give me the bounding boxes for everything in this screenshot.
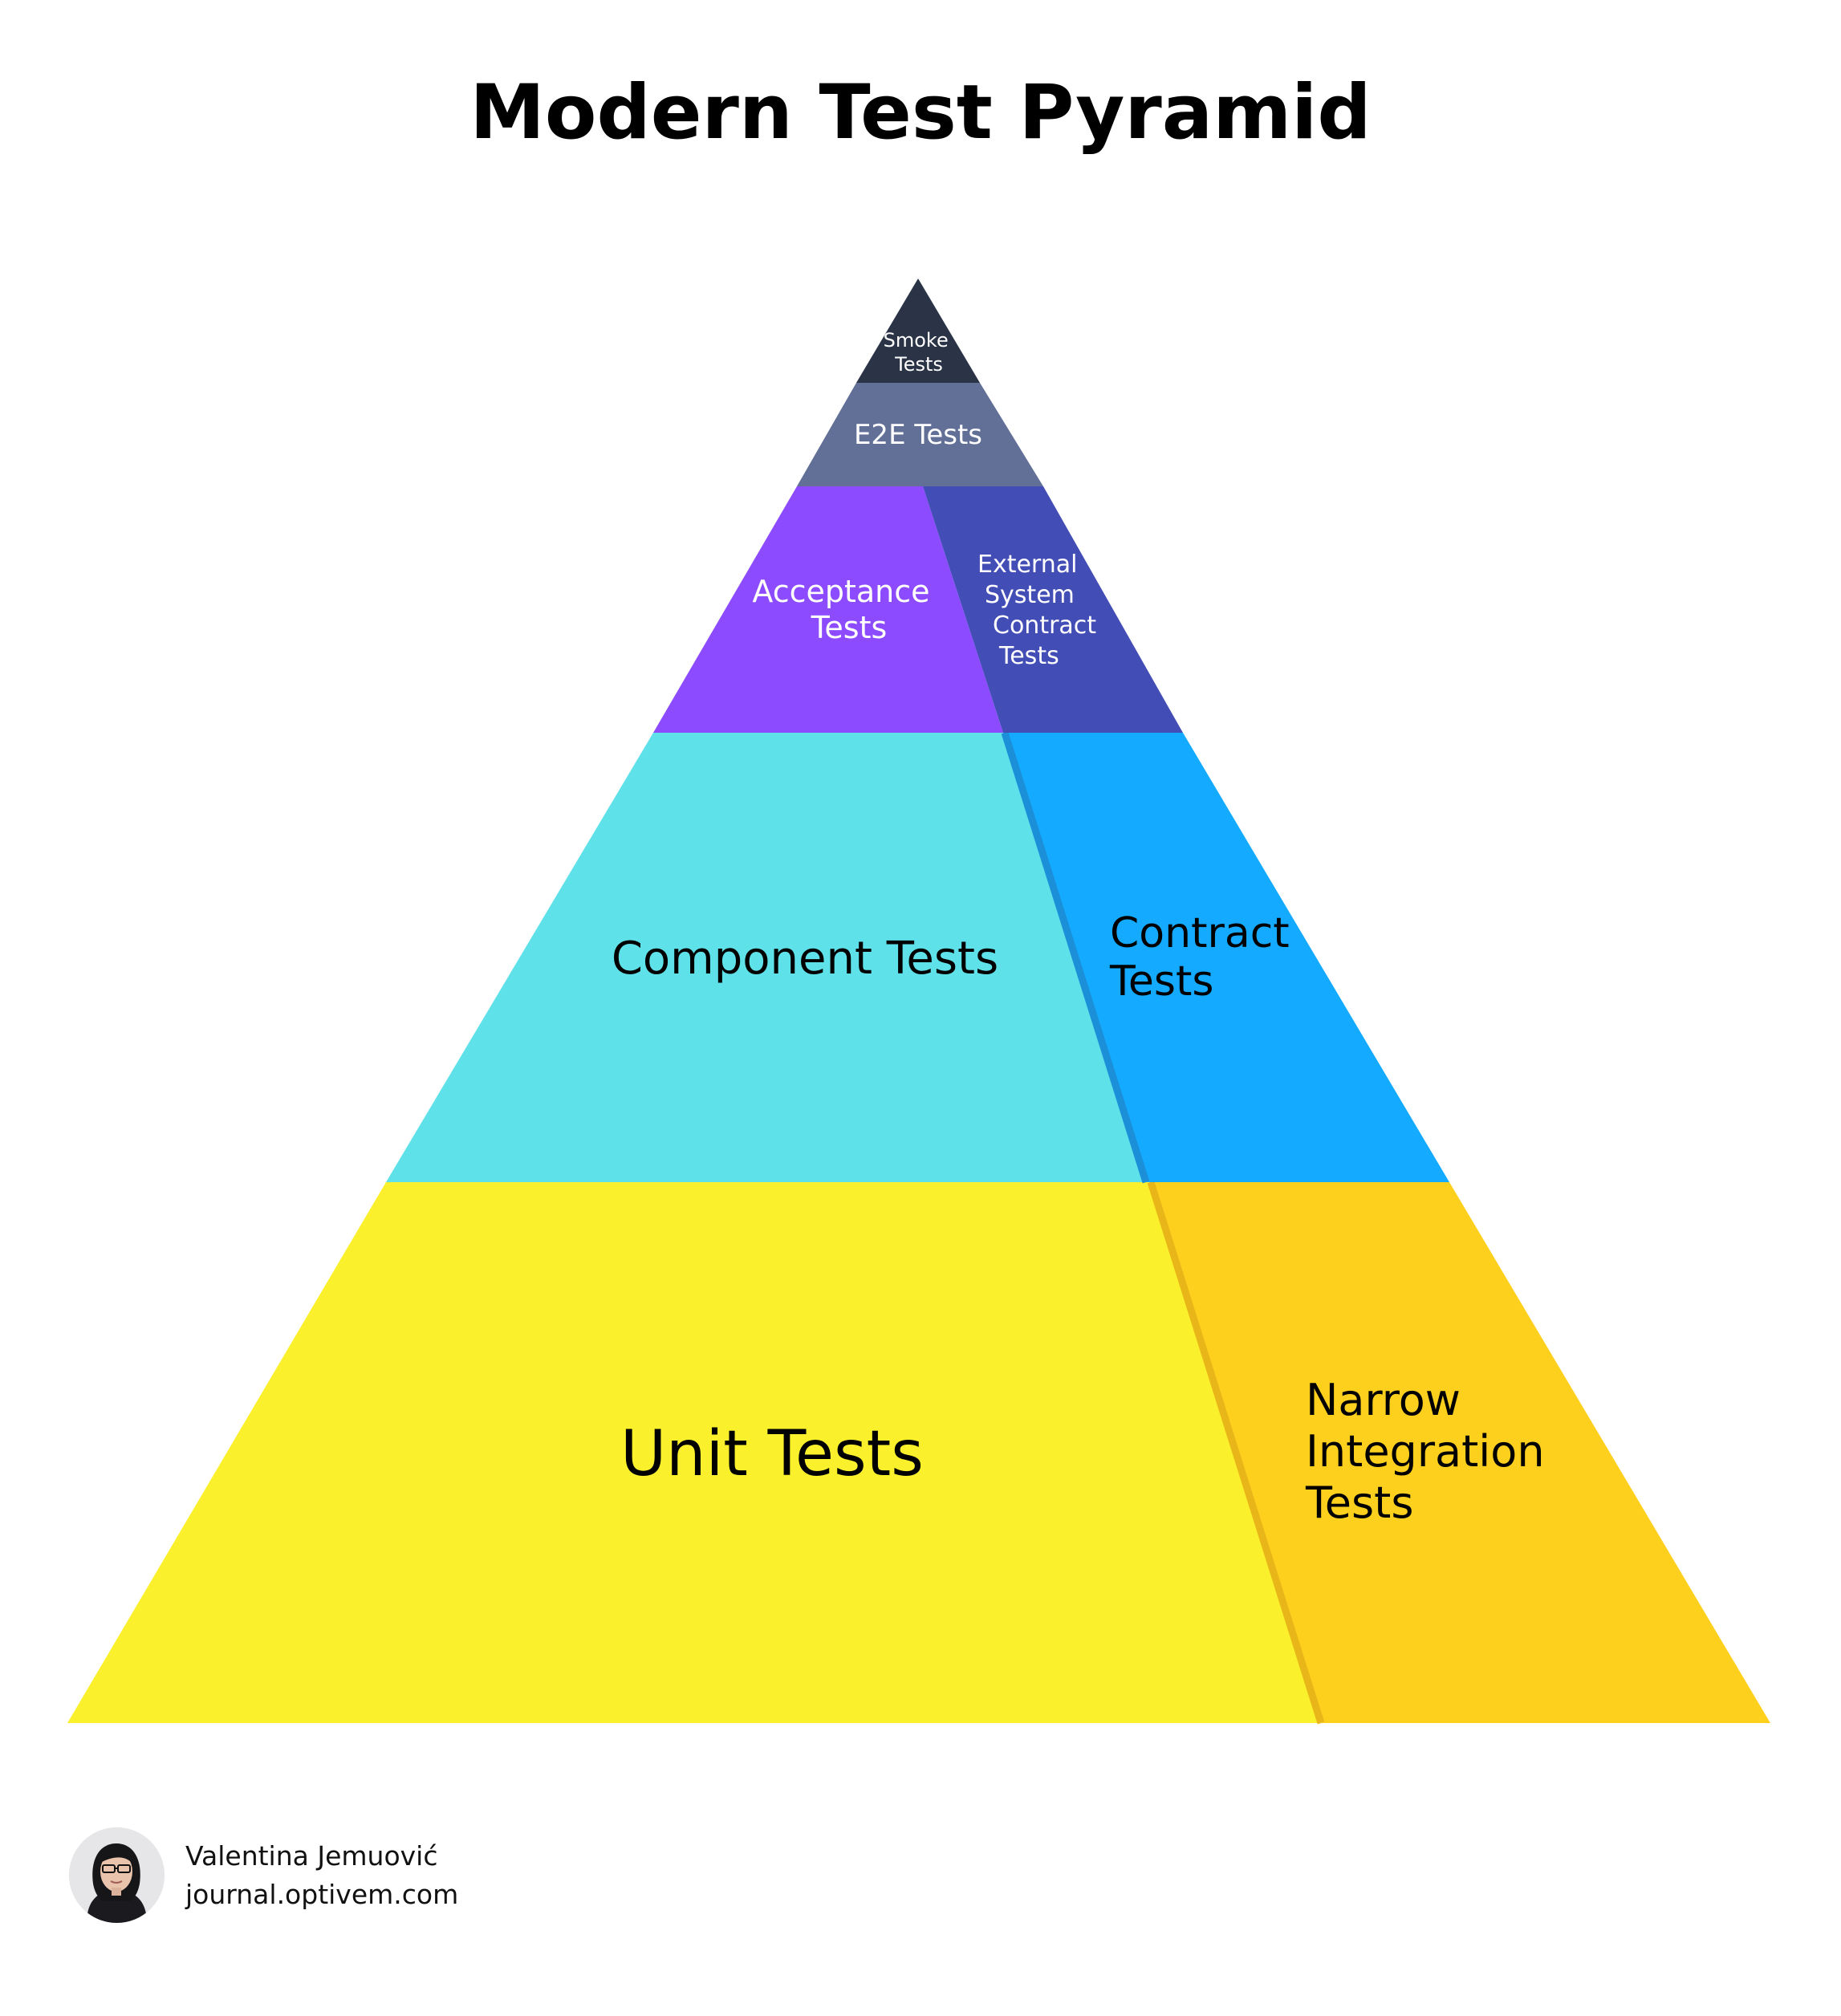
author-name: Valentina Jemuović [185,1839,438,1872]
page-title: Modern Test Pyramid [469,69,1372,156]
smoke-tests-label: Smoke Tests [884,329,955,376]
external-contract-tests-region [923,486,1183,733]
external-system-contract-tests-label: External System Contract Tests [977,551,1104,670]
component-tests-label: Component Tests [612,933,998,985]
author-site-link[interactable]: journal.optivem.com [185,1878,459,1910]
narrow-integration-tests-label: Narrow Integration Tests [1305,1375,1559,1528]
unit-tests-region [67,1182,1323,1723]
smoke-tests-region [856,278,980,383]
avatar [69,1827,165,1923]
unit-tests-label: Unit Tests [620,1418,924,1490]
e2e-tests-label: E2E Tests [854,419,982,451]
component-contract-divider [1001,731,1150,1184]
contract-tests-label: Contract Tests [1109,909,1303,1006]
e2e-tests-region [797,383,1043,486]
unit-narrow-divider [1147,1181,1325,1725]
contract-tests-region [1003,733,1449,1182]
author-credit: Valentina Jemuović journal.optivem.com [69,1827,458,1923]
acceptance-tests-region [653,486,1003,733]
narrow-integration-tests-region [1149,1182,1770,1723]
component-tests-region [386,733,1145,1182]
acceptance-tests-label: Acceptance Tests [752,574,939,645]
